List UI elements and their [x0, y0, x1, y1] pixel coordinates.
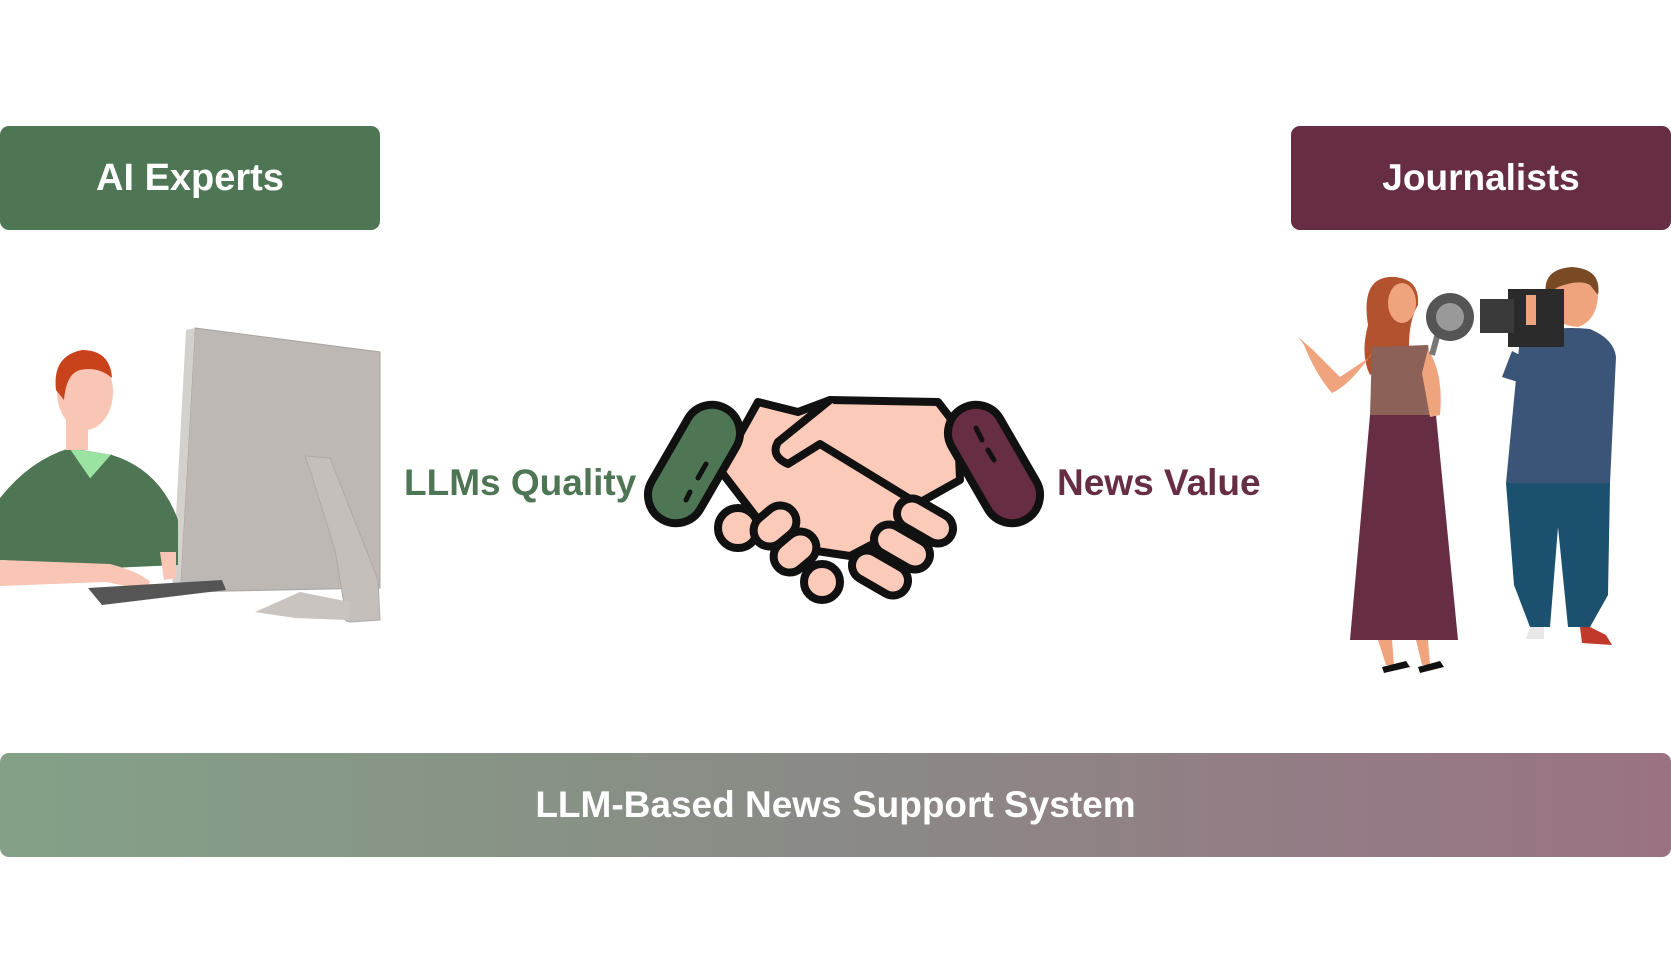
handshake-icon: [644, 396, 1044, 604]
journalists-label: Journalists: [1382, 157, 1580, 198]
ai-experts-label: AI Experts: [96, 156, 284, 199]
developer-at-computer-icon: [0, 327, 381, 623]
reporter-and-camera-operator-icon: [1298, 267, 1616, 673]
news-support-system-bar: LLM-Based News Support System: [0, 753, 1671, 857]
journalists-box: Journalists: [1291, 126, 1671, 230]
news-value-label: News Value: [1057, 462, 1261, 503]
llms-quality-label: LLMs Quality: [404, 462, 637, 503]
ai-experts-box: AI Experts: [0, 126, 380, 230]
news-support-system-label: LLM-Based News Support System: [535, 784, 1136, 825]
